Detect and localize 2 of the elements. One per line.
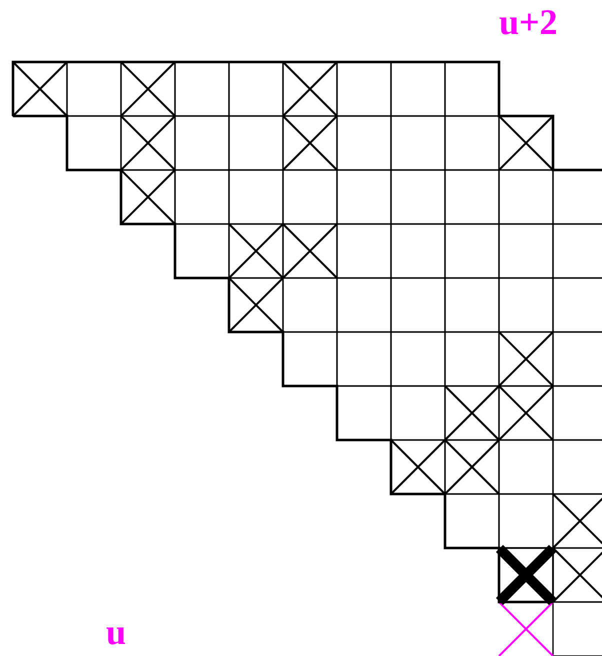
- variable-label: u: [106, 614, 126, 650]
- variable-label: u+2: [499, 4, 558, 40]
